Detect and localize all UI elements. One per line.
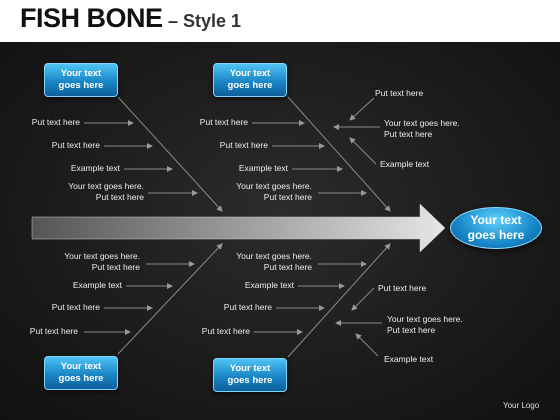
spine-arrow xyxy=(31,203,446,253)
label-bl3: Put text here xyxy=(51,302,100,312)
category-box-line2: goes here xyxy=(58,80,104,91)
arrow-tr1 xyxy=(349,97,375,121)
label-br3: Example text xyxy=(384,354,434,364)
category-box-line2: goes here xyxy=(227,375,273,386)
label-bm1-line1: Your text goes here. xyxy=(236,251,312,261)
category-box-line1: Your text xyxy=(60,361,102,372)
arrow-br1 xyxy=(351,287,375,311)
label-bm1: Your text goes here.Put text here xyxy=(212,251,312,273)
bone-top-left xyxy=(117,96,223,212)
fishbone-lines xyxy=(31,96,446,358)
category-box-line2: goes here xyxy=(227,80,273,91)
label-bl1: Your text goes here.Put text here xyxy=(40,251,140,273)
head-line2: goes here xyxy=(467,228,525,242)
label-tr2-line1: Your text goes here. xyxy=(384,118,460,128)
page-subtitle: – Style 1 xyxy=(168,11,242,31)
label-tl4-line1: Your text goes here. xyxy=(68,181,144,191)
label-bm3: Put text here xyxy=(223,302,272,312)
head-line1: Your text xyxy=(470,213,522,227)
label-br2-line2: Put text here xyxy=(387,325,436,335)
category-box-line2: goes here xyxy=(58,373,104,384)
label-tl4-line2: Put text here xyxy=(95,192,144,202)
label-bm2: Example text xyxy=(244,280,294,290)
label-tl2: Put text here xyxy=(51,140,100,150)
bone-bottom-mid xyxy=(287,243,391,358)
category-box-line1: Your text xyxy=(60,68,102,79)
page-title: FISH BONE xyxy=(20,3,163,33)
label-br1: Put text here xyxy=(378,283,427,293)
label-tr3: Example text xyxy=(380,159,430,169)
arrow-tr3 xyxy=(349,137,377,165)
category-box-line1: Your text xyxy=(229,363,271,374)
label-bl1-line1: Your text goes here. xyxy=(64,251,140,261)
logo-placeholder: Your Logo xyxy=(503,401,540,410)
label-br2: Your text goes here.Put text here xyxy=(387,314,463,336)
label-tr1: Put text here xyxy=(375,88,424,98)
label-bl1-line2: Put text here xyxy=(91,262,140,272)
label-bl4: Put text here xyxy=(29,326,78,336)
label-tl3: Example text xyxy=(70,163,120,173)
label-tm3: Example text xyxy=(238,163,288,173)
arrow-br3 xyxy=(355,333,379,357)
label-tm1: Put text here xyxy=(199,117,248,127)
header-bar: FISH BONE – Style 1 xyxy=(0,0,560,42)
label-tm4-line2: Put text here xyxy=(263,192,312,202)
bone-top-mid xyxy=(287,96,391,212)
label-bl2: Example text xyxy=(72,280,122,290)
label-bm4: Put text here xyxy=(201,326,250,336)
label-tr2: Your text goes here.Put text here xyxy=(384,118,460,140)
label-tm4: Your text goes here.Put text here xyxy=(212,181,312,203)
label-tl4: Your text goes here.Put text here xyxy=(44,181,144,203)
label-tr2-line2: Put text here xyxy=(384,129,433,139)
category-box-line1: Your text xyxy=(229,68,271,79)
bone-bottom-left xyxy=(117,243,223,355)
label-br2-line1: Your text goes here. xyxy=(387,314,463,324)
label-tm2: Put text here xyxy=(219,140,268,150)
label-bm1-line2: Put text here xyxy=(263,262,312,272)
label-tl1: Put text here xyxy=(31,117,80,127)
label-tm4-line1: Your text goes here. xyxy=(236,181,312,191)
